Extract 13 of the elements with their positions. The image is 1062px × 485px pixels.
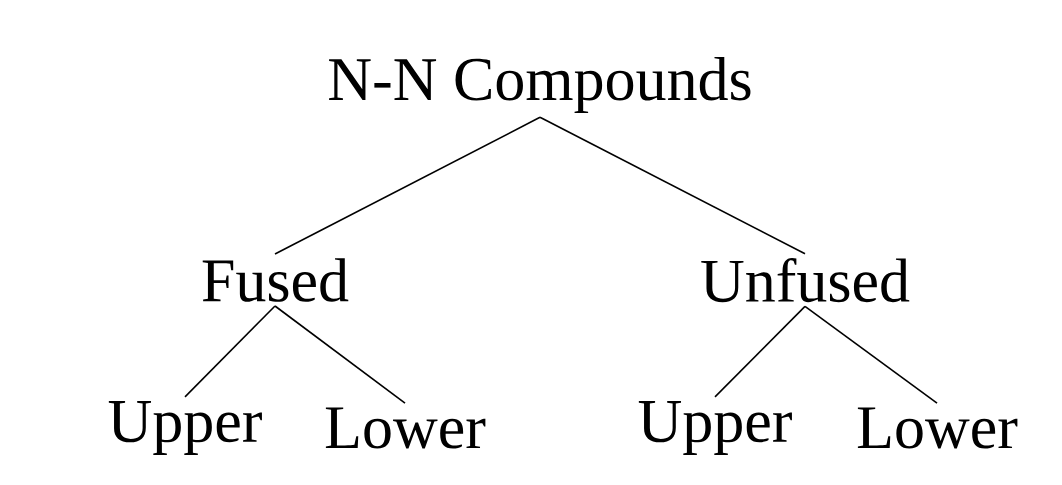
branch-line — [804, 305, 938, 404]
node-label: N-N Compounds — [329, 56, 751, 114]
node-label: Unfused — [701, 257, 910, 303]
branch-line — [274, 305, 406, 404]
node-label: Upper — [638, 401, 792, 455]
node-label: Lower — [325, 407, 486, 449]
branch-line — [539, 116, 806, 255]
branch-line — [274, 116, 541, 255]
node-label: Upper — [108, 401, 262, 455]
node-label: Fused — [202, 258, 349, 302]
branch-line — [714, 305, 806, 398]
node-label: Lower — [857, 407, 1018, 449]
branch-line — [184, 305, 276, 398]
